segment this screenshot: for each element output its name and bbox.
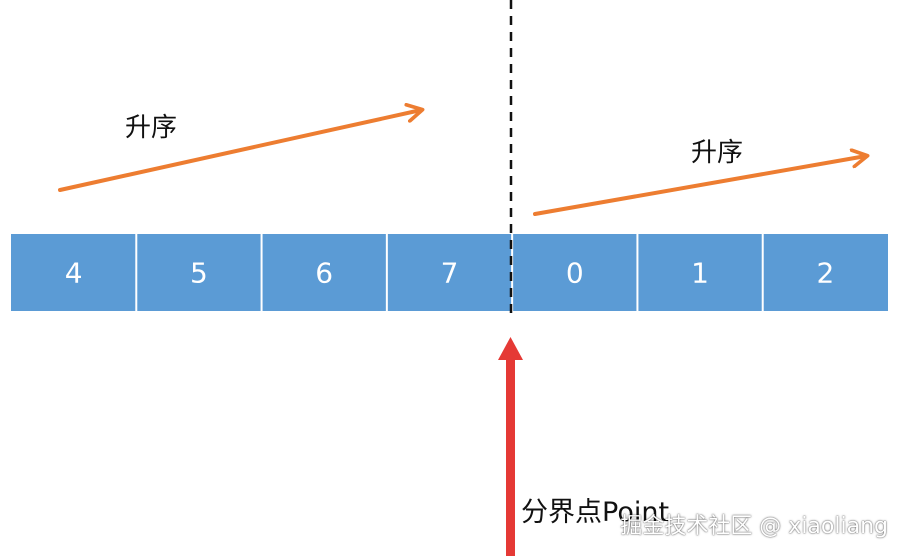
array-cell-value: 7 — [441, 257, 459, 290]
array-cell-value: 0 — [566, 257, 584, 290]
split-point-label: 分界点Point — [521, 497, 670, 528]
watermark: 掘金技术社区 @ xiaoliang — [620, 514, 888, 539]
ascending-arrow-left — [58, 110, 421, 192]
array-background — [11, 234, 888, 311]
array-cell-value: 4 — [65, 257, 83, 290]
ascending-label-left: 升序 — [125, 113, 178, 143]
array-cell-value: 2 — [816, 257, 834, 290]
ascending-label-right: 升序 — [691, 138, 744, 168]
array-cell-value: 6 — [315, 257, 333, 290]
array-cells: 4 5 6 7 0 1 2 — [11, 234, 888, 311]
array-cell-value: 5 — [190, 257, 208, 290]
ascending-arrow-right — [533, 156, 866, 216]
split-point-arrow — [498, 337, 523, 556]
array-cell-value: 1 — [691, 257, 709, 290]
